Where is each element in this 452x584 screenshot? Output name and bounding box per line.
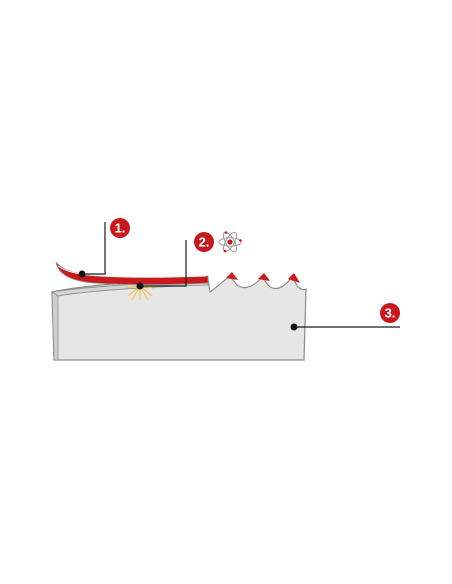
marker-dot-2 (136, 282, 144, 290)
tooth-tip-1 (226, 272, 238, 280)
marker-dot-3 (290, 323, 298, 331)
leader-line-2 (140, 240, 187, 287)
tooth-tip-3 (288, 273, 300, 283)
leader-line-1 (82, 222, 106, 275)
badge-1-label: 1. (115, 221, 126, 236)
badge-2-label: 2. (199, 235, 210, 250)
badge-3: 3. (380, 303, 400, 323)
badge-1: 1. (110, 218, 130, 238)
marker-dot-1 (78, 270, 86, 278)
hss-strip-highlight (57, 265, 207, 278)
blade-body-left-edge (51, 291, 59, 361)
tooth-tip-2 (258, 273, 270, 281)
badge-2: 2. (194, 232, 214, 252)
atom-icon (218, 231, 242, 253)
badge-3-label: 3. (385, 306, 396, 321)
